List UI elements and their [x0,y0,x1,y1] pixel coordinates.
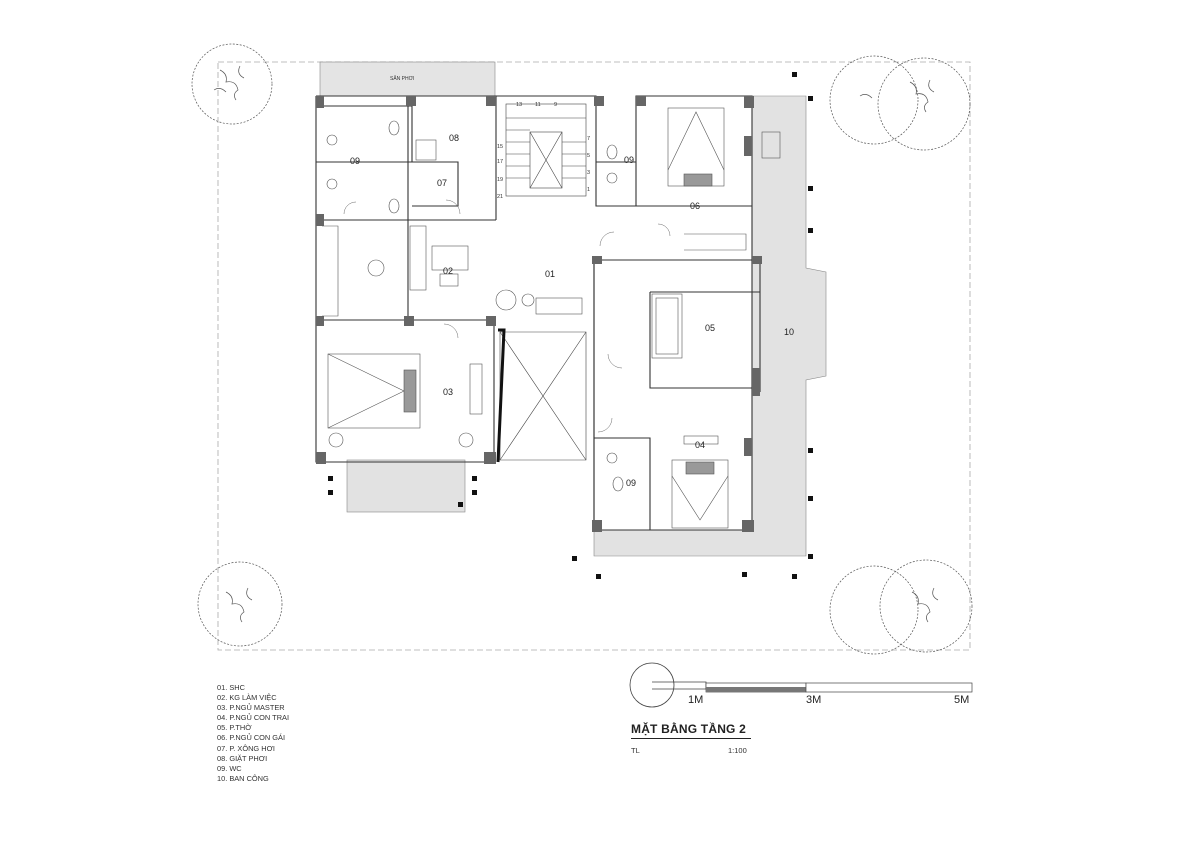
legend-item: 05. P.THỜ [217,723,252,733]
tree-bottom-right [829,559,973,655]
legend-item: 04. P.NGỦ CON TRAI [217,713,290,723]
stair-core [505,103,587,197]
site-boundary [217,61,971,651]
legend-item: 09. WC [217,763,242,773]
room-label-05: 05 [705,323,715,333]
svg-text:15: 15 [497,144,503,150]
scale-label-3m: 3M [806,694,822,706]
room-label-01: 01 [545,269,555,279]
legend-item: 06. P.NGỦ CON GÁI [217,733,286,743]
room-label-09-a: 09 [350,156,360,166]
svg-text:1: 1 [587,187,590,193]
drying-yard-label: SÂN PHƠI [390,75,414,82]
title-underline [631,738,751,739]
legend-item: 02. KG LÀM VIỆC [217,693,277,703]
room-label-09-b: 09 [624,155,634,165]
scale-bar [705,682,973,693]
scale-label-1m: 1M [688,694,704,706]
legend-item: 01. SHC [217,683,245,692]
tree-bottom-left [197,561,283,647]
svg-text:9: 9 [554,102,557,108]
legend-item: 03. P.NGỦ MASTER [217,703,285,713]
columns [316,96,762,532]
room-label-09-c: 09 [626,478,636,488]
room-label-04: 04 [695,440,705,450]
room-label-07: 07 [437,178,447,188]
tree-top-left [191,43,273,125]
room-label-03: 03 [443,387,453,397]
svg-text:17: 17 [497,159,503,165]
room-label-06: 06 [690,201,700,211]
svg-text:7: 7 [587,136,590,142]
stair-numbers: 13 11 9 15 17 19 21 7 5 3 1 [497,102,590,200]
svg-text:5: 5 [587,153,590,159]
balcony-master [346,459,466,513]
svg-text:21: 21 [497,194,503,200]
void-atrium [496,328,587,463]
drawing-scale: 1:100 [728,746,747,755]
svg-text:3: 3 [587,170,590,176]
legend-item: 07. P. XÔNG HƠI [217,743,275,753]
drawing-subtitle: TL [631,746,640,755]
svg-text:13: 13 [516,102,522,108]
tree-top-right [829,55,971,151]
door-swings [343,199,671,433]
scale-label-5m: 5M [954,694,970,706]
legend-item: 10. BAN CÔNG [217,773,269,783]
room-legend: 01. SHC 02. KG LÀM VIỆC 03. P.NGỦ MASTER… [217,683,289,784]
svg-text:19: 19 [497,177,503,183]
furniture [322,107,781,529]
room-label-02: 02 [443,266,453,276]
svg-text:11: 11 [535,102,541,108]
room-label-08: 08 [449,133,459,143]
room-label-10: 10 [784,327,794,337]
legend-item: 08. GIẶT PHƠI [217,753,268,763]
exterior-markers [328,72,813,579]
drawing-title: MẶT BẰNG TẦNG 2 [631,722,746,736]
